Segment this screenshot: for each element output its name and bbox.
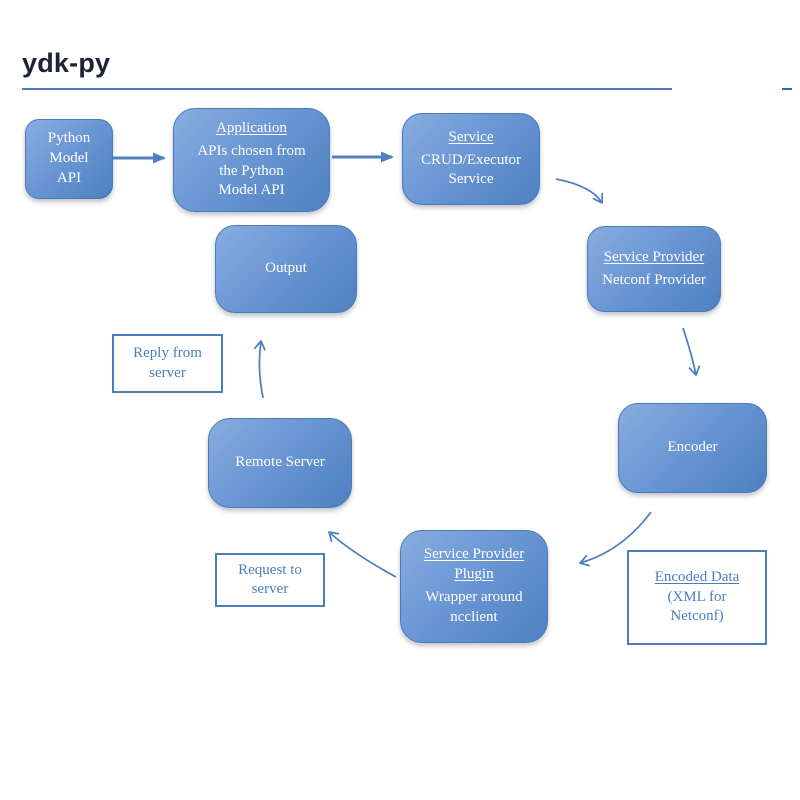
- node-application-body: APIs chosen from the Python Model API: [197, 142, 306, 199]
- node-python-model-api-label: Python Model API: [47, 130, 91, 186]
- note-request-to-server: Request to server: [215, 553, 325, 607]
- node-service-provider-plugin: Service Provider Plugin Wrapper around n…: [400, 530, 548, 643]
- node-service-body: CRUD/Executor Service: [421, 151, 521, 188]
- node-encoder: Encoder: [618, 403, 767, 493]
- arrow-remoteserver-to-output: [253, 340, 266, 399]
- note-encoded-data-body: (XML for Netconf): [667, 588, 727, 625]
- node-service: Service CRUD/Executor Service: [402, 113, 540, 205]
- node-service-provider-plugin-heading: Service Provider Plugin: [423, 546, 525, 583]
- title-underline-end-dash: [782, 88, 792, 90]
- node-application-heading: Application: [216, 119, 287, 136]
- page-title: ydk-py: [22, 48, 111, 78]
- node-python-model-api: Python Model API: [25, 119, 113, 199]
- note-request-to-server-label: Request to server: [238, 561, 302, 598]
- node-application: Application APIs chosen from the Python …: [173, 108, 330, 212]
- node-service-provider-body: Netconf Provider: [602, 271, 706, 288]
- node-remote-server: Remote Server: [208, 418, 352, 508]
- node-service-provider: Service Provider Netconf Provider: [587, 226, 721, 312]
- arrow-plugin-to-remoteserver: [328, 531, 397, 578]
- note-encoded-data: Encoded Data (XML for Netconf): [627, 550, 767, 645]
- node-service-provider-heading: Service Provider: [603, 248, 705, 265]
- node-output-label: Output: [265, 260, 307, 277]
- title-underline: [22, 88, 672, 90]
- node-service-heading: Service: [448, 128, 494, 145]
- node-output: Output: [215, 225, 357, 313]
- node-remote-server-label: Remote Server: [235, 454, 325, 471]
- arrow-serviceprovider-to-encoder: [682, 327, 701, 376]
- note-reply-from-server: Reply from server: [112, 334, 223, 393]
- node-encoder-label: Encoder: [667, 439, 718, 456]
- note-reply-from-server-label: Reply from server: [133, 345, 202, 381]
- node-service-provider-plugin-body: Wrapper around ncclient: [425, 589, 523, 625]
- arrow-service-to-serviceprovider: [555, 178, 604, 204]
- note-encoded-data-heading: Encoded Data: [654, 569, 740, 586]
